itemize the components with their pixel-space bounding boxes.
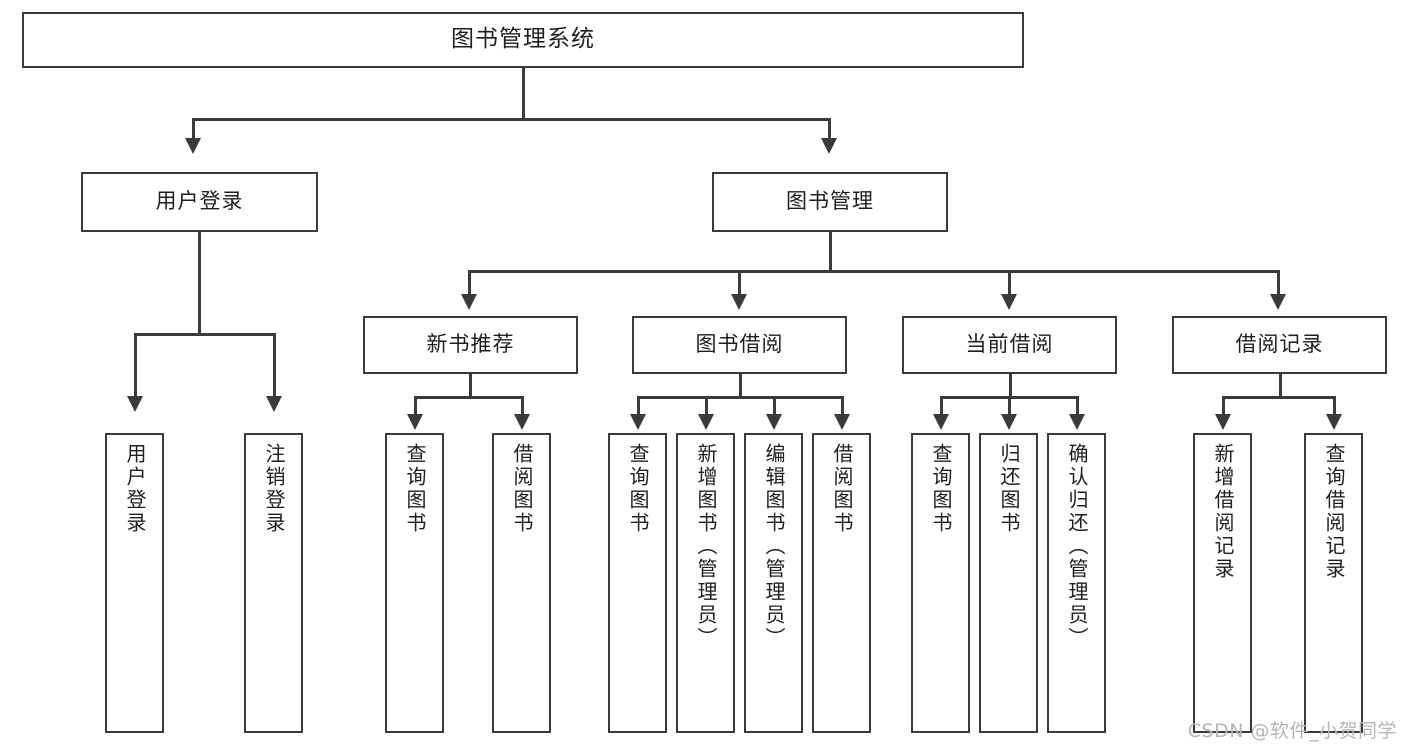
leaf-add-book-admin[interactable]: 新增图书（管理员）: [676, 433, 735, 733]
connector-borrow-record-bus: [1222, 396, 1336, 399]
leaf-return-book[interactable]: 归还图书: [979, 433, 1038, 733]
node-label: 查询图书: [626, 443, 650, 535]
connector-new-book-bus: [414, 396, 524, 399]
node-label: 查询图书: [929, 443, 953, 535]
node-label: 查询图书: [403, 443, 427, 535]
arrowhead-to-new-book-recommend: [461, 294, 477, 310]
connector-current-borrow-drop-2: [1008, 396, 1011, 416]
connector-current-borrow-stem: [1009, 374, 1012, 398]
node-label: 借阅图书: [510, 443, 534, 535]
node-label: 图书管理: [786, 189, 874, 214]
leaf-borrow-book[interactable]: 借阅图书: [812, 433, 871, 733]
connector-user-login-drop-left: [134, 333, 137, 398]
node-current-borrow[interactable]: 当前借阅: [902, 316, 1117, 374]
arrowhead-to-leaf-logout-login: [266, 396, 282, 412]
connector-book-manage-drop-2: [738, 270, 741, 296]
connector-book-manage-drop-4: [1277, 270, 1280, 296]
connector-root-drop-left: [192, 118, 195, 140]
leaf-edit-book-admin[interactable]: 编辑图书（管理员）: [744, 433, 803, 733]
arrowhead-to-leaf-user-login: [127, 396, 143, 412]
arrowhead-to-leaf-add-book: [698, 414, 714, 430]
leaf-query-book-new-recommend[interactable]: 查询图书: [385, 433, 444, 733]
connector-current-borrow-drop-1: [940, 396, 943, 416]
arrowhead-to-book-borrow: [731, 294, 747, 310]
node-label: 图书管理系统: [451, 26, 595, 53]
connector-book-manage-drop-3: [1008, 270, 1011, 296]
node-label: 图书借阅: [695, 332, 784, 357]
connector-borrow-record-stem: [1279, 374, 1282, 398]
arrowhead-to-leaf-confirm-return: [1069, 414, 1085, 430]
leaf-query-book-current[interactable]: 查询图书: [911, 433, 970, 733]
connector-user-login-stem: [198, 232, 201, 335]
leaf-borrow-book-new-recommend[interactable]: 借阅图书: [492, 433, 551, 733]
node-label: 查询借阅记录: [1322, 443, 1346, 581]
leaf-add-borrow-record[interactable]: 新增借阅记录: [1193, 433, 1252, 733]
connector-book-borrow-bus: [637, 396, 844, 399]
connector-book-borrow-drop-3: [773, 396, 776, 416]
leaf-confirm-return-admin[interactable]: 确认归还（管理员）: [1047, 433, 1106, 733]
node-root-book-management-system[interactable]: 图书管理系统: [22, 12, 1024, 68]
connector-book-borrow-stem: [739, 374, 742, 398]
arrowhead-to-current-borrow: [1001, 294, 1017, 310]
leaf-user-login[interactable]: 用户登录: [105, 433, 164, 733]
arrowhead-to-leaf-edit-book: [766, 414, 782, 430]
node-label: 归还图书: [997, 443, 1021, 535]
connector-new-book-drop-1: [414, 396, 417, 416]
connector-root-bus: [192, 118, 830, 121]
connector-book-borrow-drop-4: [841, 396, 844, 416]
connector-user-login-drop-right: [273, 333, 276, 398]
arrowhead-to-borrow-record: [1270, 294, 1286, 310]
node-label: 新增图书（管理员）: [694, 443, 718, 650]
arrowhead-to-leaf-query-book-3: [933, 414, 949, 430]
connector-root-stem: [522, 68, 525, 120]
connector-book-manage-bus: [468, 270, 1280, 273]
node-label: 编辑图书（管理员）: [762, 443, 786, 650]
node-label: 确认归还（管理员）: [1065, 443, 1089, 650]
node-label: 用户登录: [123, 443, 147, 535]
arrowhead-to-leaf-borrow-book-1: [514, 414, 530, 430]
node-user-login[interactable]: 用户登录: [81, 172, 318, 232]
leaf-query-book-borrow[interactable]: 查询图书: [608, 433, 667, 733]
node-label: 注销登录: [262, 443, 286, 535]
node-label: 新书推荐: [426, 332, 515, 357]
leaf-logout-login[interactable]: 注销登录: [244, 433, 303, 733]
connector-current-borrow-drop-3: [1076, 396, 1079, 416]
connector-book-manage-stem: [829, 232, 832, 272]
connector-book-borrow-drop-1: [637, 396, 640, 416]
node-book-borrow[interactable]: 图书借阅: [632, 316, 847, 374]
arrowhead-to-leaf-query-book-1: [407, 414, 423, 430]
connector-book-manage-drop-1: [468, 270, 471, 296]
connector-new-book-stem: [469, 374, 472, 398]
arrowhead-to-book-manage: [821, 138, 837, 154]
leaf-query-borrow-record[interactable]: 查询借阅记录: [1304, 433, 1363, 733]
connector-book-borrow-drop-2: [705, 396, 708, 416]
node-label: 当前借阅: [965, 332, 1054, 357]
node-label: 新增借阅记录: [1211, 443, 1235, 581]
arrowhead-to-user-login: [185, 138, 201, 154]
node-label: 借阅图书: [830, 443, 854, 535]
arrowhead-to-leaf-query-book-2: [630, 414, 646, 430]
arrowhead-to-leaf-query-borrow-record: [1326, 414, 1342, 430]
node-book-management[interactable]: 图书管理: [712, 172, 948, 232]
node-label: 借阅记录: [1235, 332, 1324, 357]
arrowhead-to-leaf-borrow-book-2: [834, 414, 850, 430]
node-label: 用户登录: [155, 189, 244, 214]
arrowhead-to-leaf-add-borrow-record: [1215, 414, 1231, 430]
arrowhead-to-leaf-return-book: [1001, 414, 1017, 430]
node-new-book-recommend[interactable]: 新书推荐: [363, 316, 578, 374]
connector-borrow-record-drop-2: [1333, 396, 1336, 416]
connector-borrow-record-drop-1: [1222, 396, 1225, 416]
connector-user-login-bus: [134, 333, 276, 336]
connector-root-drop-right: [828, 118, 831, 140]
node-borrow-record[interactable]: 借阅记录: [1172, 316, 1387, 374]
connector-new-book-drop-2: [521, 396, 524, 416]
